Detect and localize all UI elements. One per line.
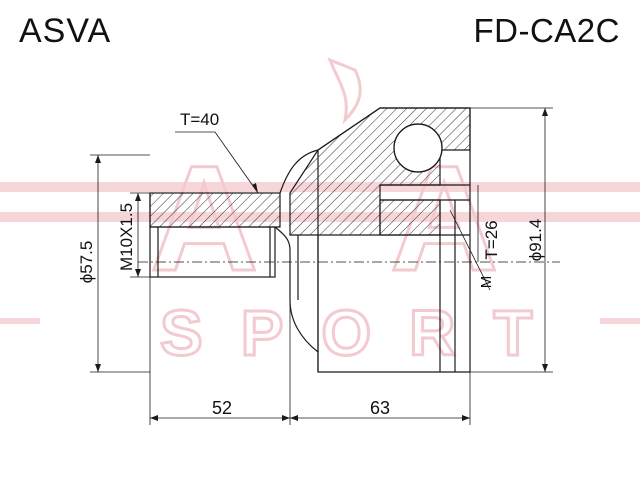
joint-outline xyxy=(138,107,560,373)
dim-spline-teeth: T=26 xyxy=(482,220,501,259)
dim-thread-spec: M10X1.5 xyxy=(117,203,136,271)
dim-length-stub: 52 xyxy=(212,398,232,418)
brand-label: ASVA xyxy=(19,12,112,50)
watermark-sport: SPORT xyxy=(160,297,570,369)
dim-length-bell: 63 xyxy=(370,398,390,418)
dimension-arrows xyxy=(95,108,548,421)
part-number-label: FD-CA2C xyxy=(473,12,620,49)
watermark-flame-icon xyxy=(327,57,362,125)
dim-diameter-stub: ϕ57.5 xyxy=(77,241,96,284)
dim-diameter-bell: ϕ91.4 xyxy=(526,219,545,262)
dim-thread-length: T=40 xyxy=(180,110,219,129)
dim-abs-mark: M xyxy=(478,276,495,289)
dimension-lines xyxy=(90,107,553,425)
